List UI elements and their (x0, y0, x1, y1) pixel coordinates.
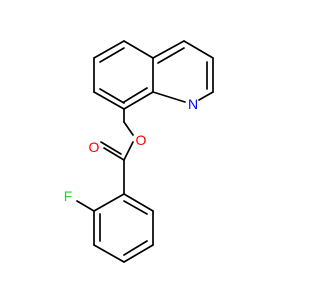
bond (93, 91, 125, 110)
bond (123, 193, 154, 212)
bond (103, 147, 125, 161)
atom-o-ester: O (136, 132, 147, 148)
bond (152, 91, 186, 103)
quinoline-pyridine-ring (152, 40, 214, 103)
bond (123, 121, 134, 136)
quinoline-benzene-ring (93, 40, 154, 110)
bond (123, 240, 148, 256)
bond (100, 141, 122, 155)
bond (123, 244, 154, 263)
bond (99, 88, 125, 104)
bond (123, 200, 148, 215)
atom-labels: N O O F (64, 96, 198, 204)
bond (93, 244, 125, 263)
ester-linkage (100, 108, 134, 161)
bond (123, 91, 154, 110)
bond (183, 40, 214, 59)
bond (152, 40, 185, 59)
bond (123, 87, 148, 103)
bond (93, 40, 125, 59)
bond (99, 47, 125, 63)
bond (76, 200, 95, 212)
bond (93, 193, 125, 212)
bond (123, 141, 134, 161)
bond (123, 40, 154, 59)
atom-o-carbonyl: O (89, 139, 100, 155)
fluorophenyl-ring (76, 159, 154, 263)
bond (198, 91, 214, 101)
molecule-structure: N O O F (64, 40, 214, 263)
atom-n: N (188, 96, 198, 112)
bond (157, 47, 185, 64)
atom-f: F (64, 188, 73, 204)
